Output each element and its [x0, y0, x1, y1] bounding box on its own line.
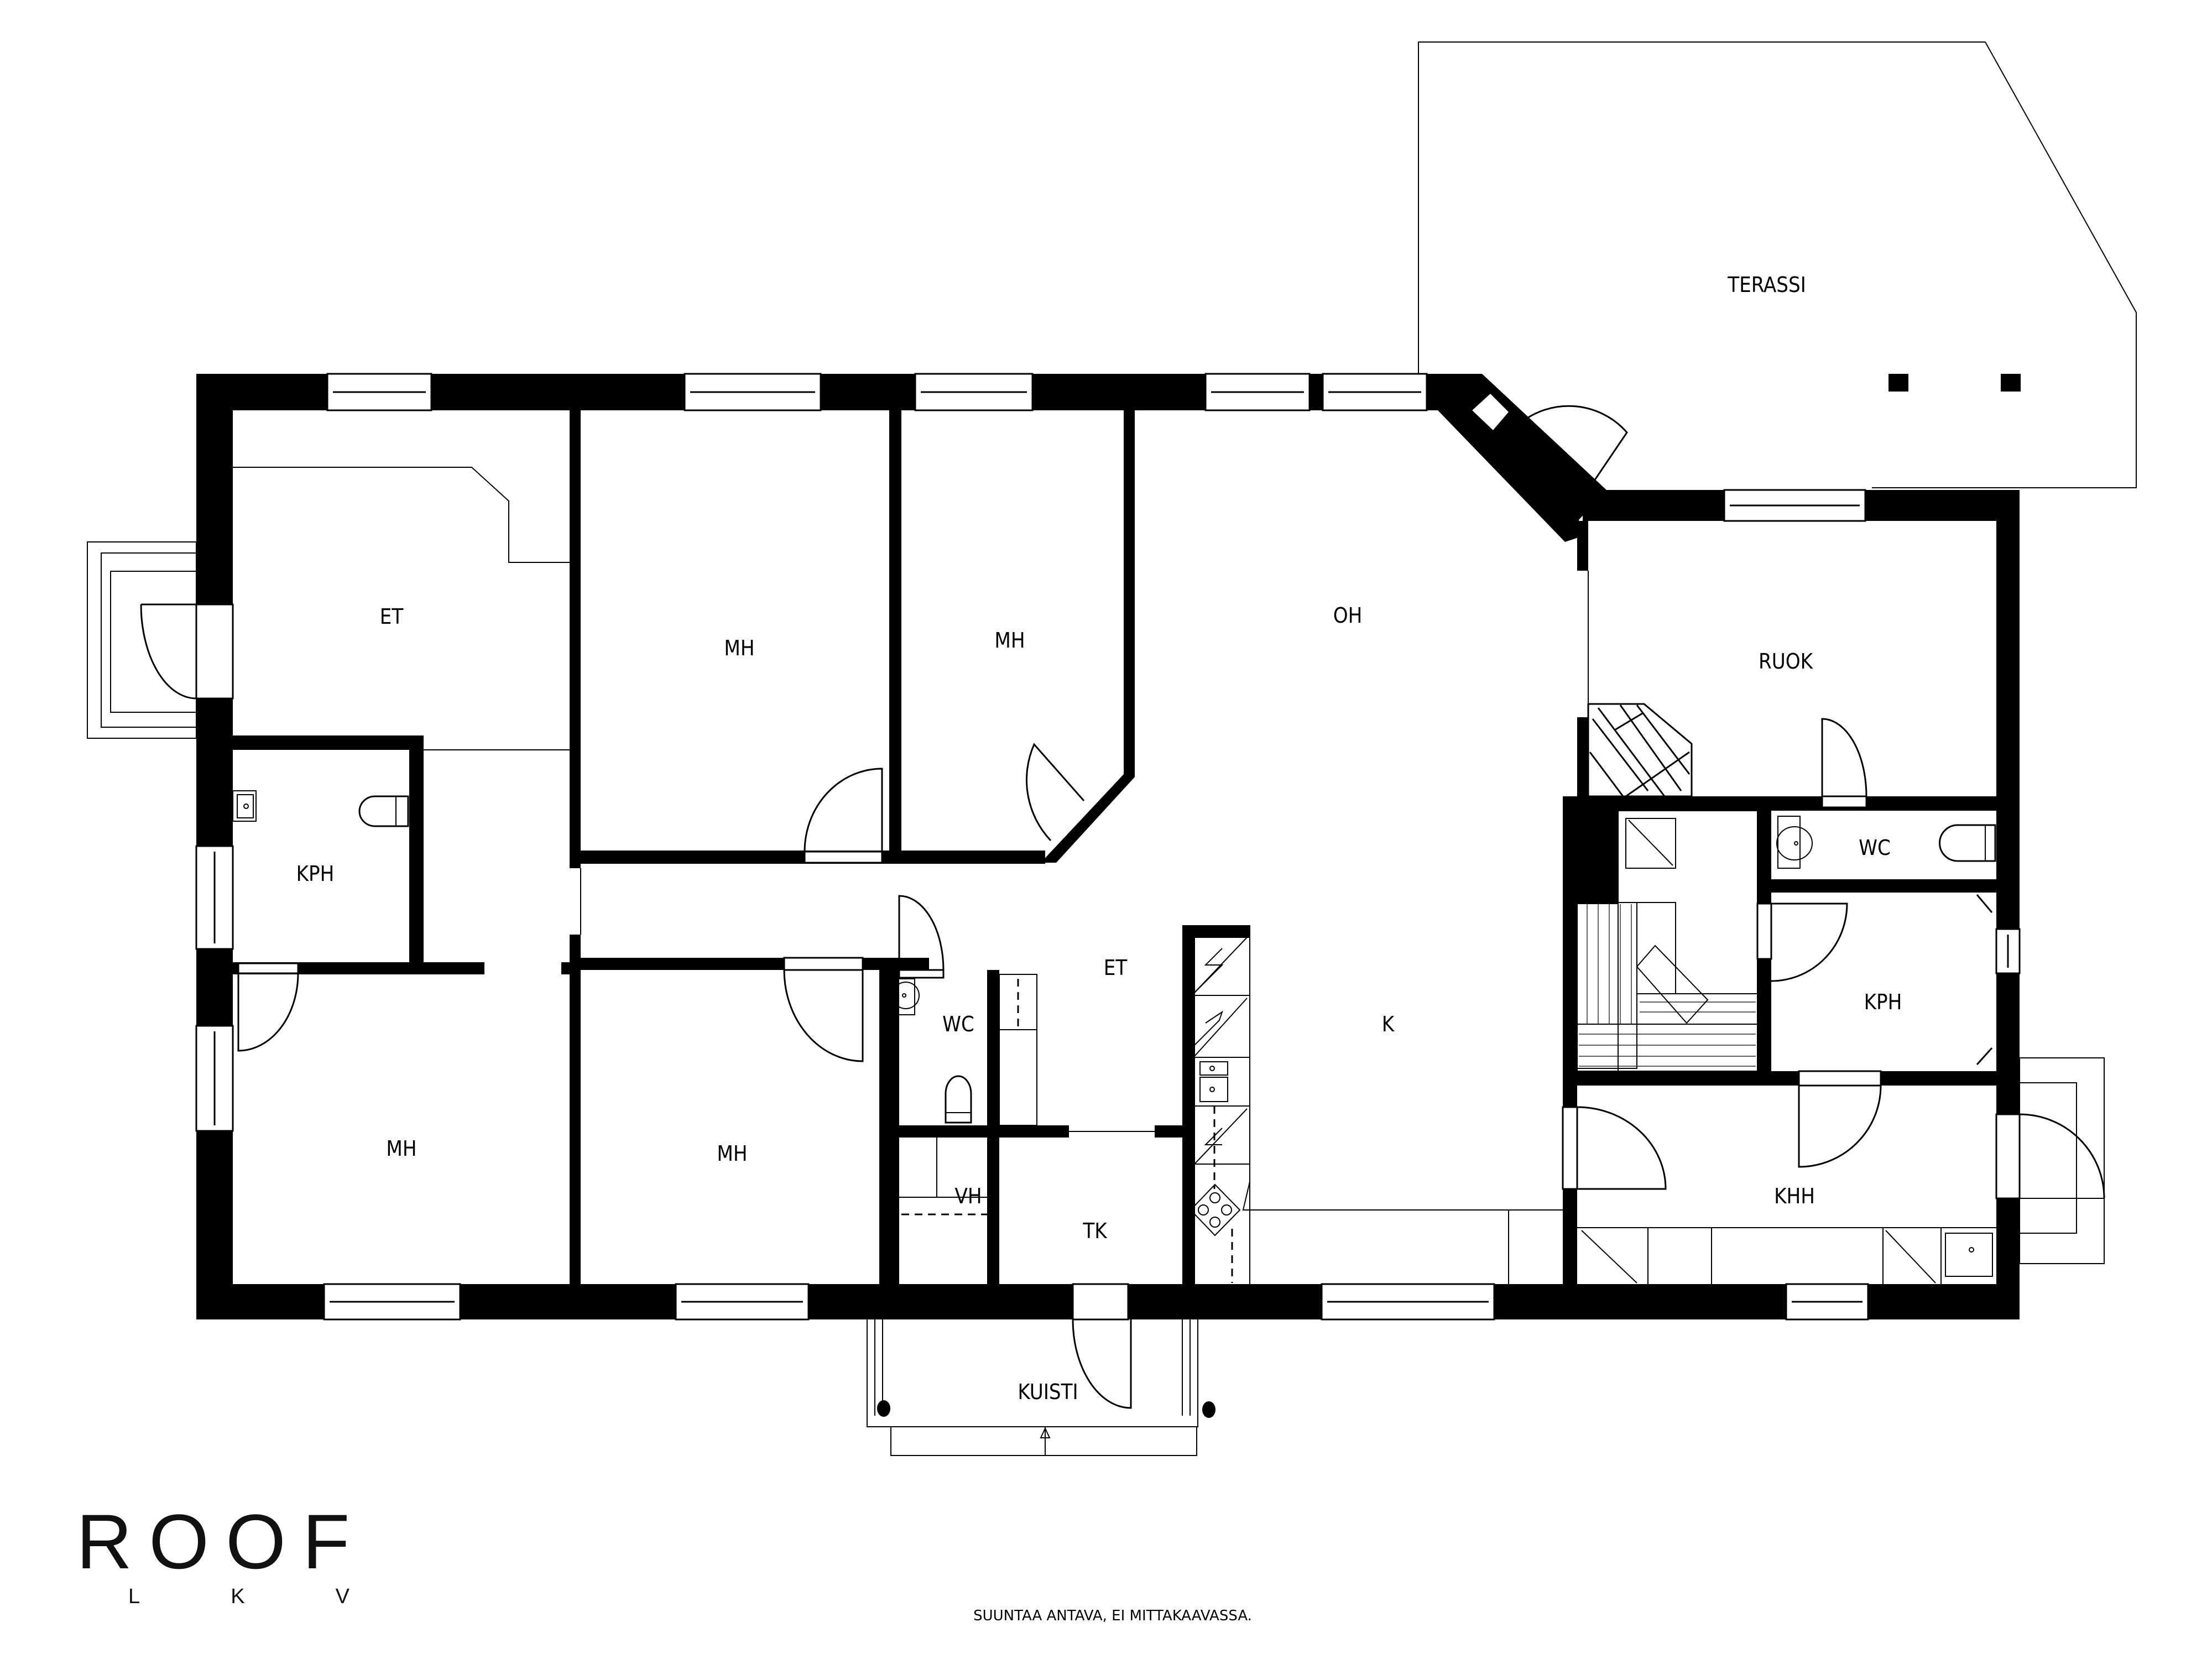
room-label-vh: VH — [954, 1184, 982, 1208]
vh-fixtures — [899, 1138, 1000, 1215]
wall-openings — [424, 571, 1589, 1138]
room-label-kuisti: KUISTI — [1018, 1380, 1078, 1404]
room-label-et-hall: ET — [1103, 956, 1128, 980]
windows — [195, 373, 2021, 1321]
west-entrance — [87, 541, 234, 739]
logo-sub-letter-l: L — [128, 1585, 140, 1608]
room-label-mh-3: MH — [386, 1136, 417, 1161]
sauna — [1577, 810, 1758, 1072]
logo-subtitle: L K V — [128, 1585, 349, 1609]
doors — [237, 405, 1882, 1409]
room-label-wc-hall: WC — [942, 1012, 974, 1036]
kph-east-shower-fixtures — [1976, 894, 1993, 1066]
wc-hall-fixtures — [889, 974, 1037, 1126]
room-label-tk: TK — [1083, 1219, 1107, 1243]
terrace-outline — [1418, 41, 2137, 488]
room-label-wc-east: WC — [1859, 836, 1891, 860]
room-label-mh-1: MH — [724, 636, 755, 660]
roof-lkv-logo: ROOF — [76, 1498, 367, 1585]
kph-west-fixtures — [232, 790, 409, 827]
khh-fixtures — [1577, 1227, 1996, 1284]
et-closet-outline — [233, 467, 570, 563]
kuisti-porch — [867, 1319, 1215, 1456]
room-label-mh-2: MH — [994, 628, 1025, 653]
room-label-et-north: ET — [379, 604, 404, 629]
wc-east-fixtures — [1776, 816, 1996, 869]
room-label-kph-east: KPH — [1864, 990, 1902, 1014]
room-label-terassi: TERASSI — [1728, 273, 1806, 297]
fireplace — [1587, 703, 1693, 797]
room-label-khh: KHH — [1774, 1184, 1815, 1208]
room-label-kph-west: KPH — [296, 862, 335, 886]
scale-disclaimer: SUUNTAA ANTAVA, EI MITTAKAAVASSA. — [973, 1608, 1252, 1624]
room-label-ruok: RUOK — [1758, 649, 1813, 674]
east-entrance — [1995, 1057, 2105, 1264]
room-label-oh: OH — [1333, 603, 1363, 628]
logo-sub-letter-k: K — [231, 1585, 245, 1608]
room-label-k: K — [1381, 1012, 1395, 1036]
logo-sub-letter-v: V — [335, 1585, 349, 1608]
room-label-mh-4: MH — [717, 1141, 748, 1166]
kitchen-fixtures — [1190, 937, 1569, 1292]
interior-walls — [233, 410, 2020, 1305]
